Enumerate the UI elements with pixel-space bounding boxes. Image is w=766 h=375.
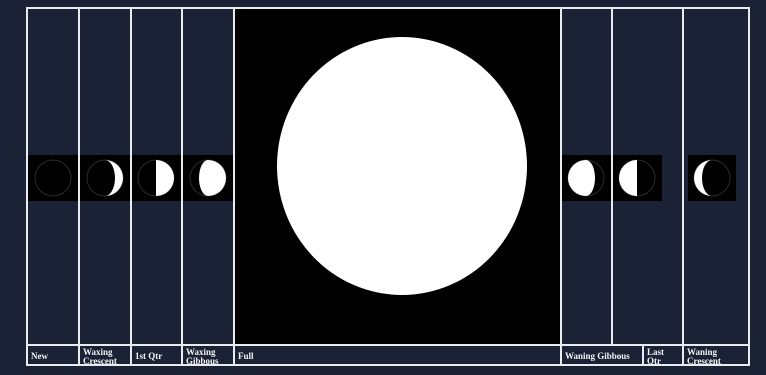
waxing-crescent-moon-icon[interactable] xyxy=(80,155,130,201)
waning-crescent-moon-icon[interactable] xyxy=(688,155,736,201)
label-waxing-gibbous[interactable]: Waxing Gibbous xyxy=(183,346,235,366)
label-new[interactable]: New xyxy=(28,346,80,366)
label-first-quarter[interactable]: 1st Qtr xyxy=(132,346,183,366)
label-last-quarter[interactable]: Last Qtr xyxy=(644,346,684,366)
label-waxing-crescent[interactable]: Waxing Crescent xyxy=(80,346,132,366)
full-moon-icon[interactable] xyxy=(277,37,527,295)
column-full xyxy=(235,9,562,344)
label-waning-crescent[interactable]: Waning Crescent xyxy=(684,346,748,366)
last-quarter-moon-icon[interactable] xyxy=(613,155,662,201)
label-waning-gibbous[interactable]: Waning Gibbous xyxy=(562,346,644,366)
phase-label-bar: New Waxing Crescent 1st Qtr Waxing Gibbo… xyxy=(28,344,748,366)
first-quarter-moon-icon[interactable] xyxy=(132,155,181,201)
waning-gibbous-moon-icon[interactable] xyxy=(562,155,611,201)
waxing-gibbous-moon-icon[interactable] xyxy=(183,155,233,201)
label-full[interactable]: Full xyxy=(235,346,562,366)
new-moon-icon[interactable] xyxy=(28,155,78,201)
moon-phases-chart: New Waxing Crescent 1st Qtr Waxing Gibbo… xyxy=(26,7,750,366)
